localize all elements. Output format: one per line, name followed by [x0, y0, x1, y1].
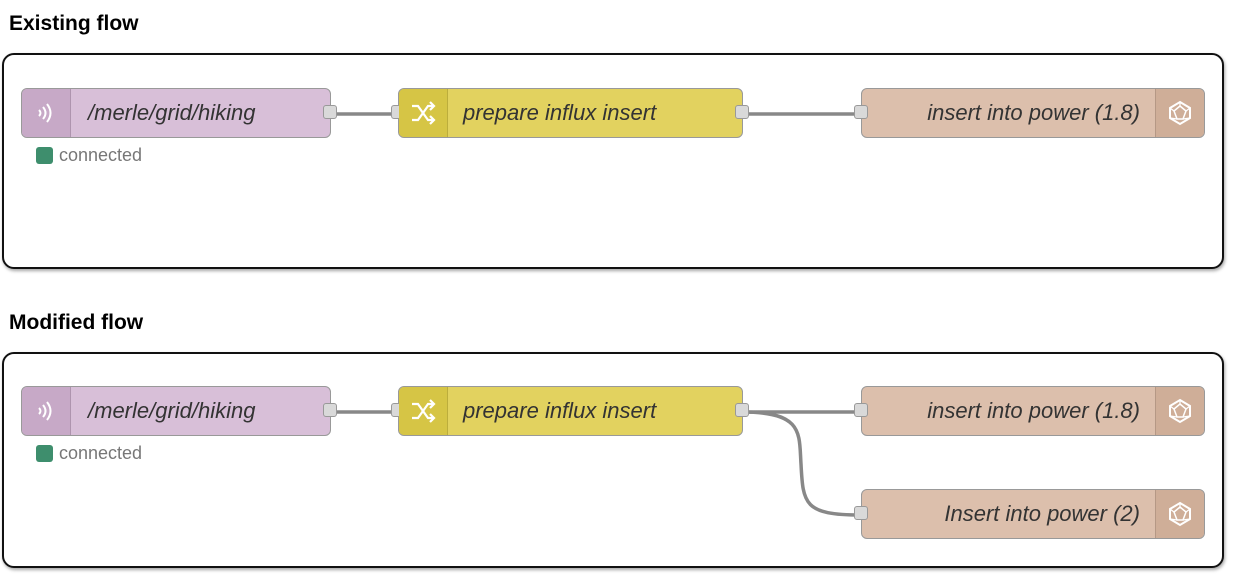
- status-text: connected: [59, 443, 143, 463]
- status-dot: [36, 147, 53, 164]
- modified-flow-title: Modified flow: [9, 311, 144, 334]
- influxdb-out-node-1[interactable]: insert into power (1.8): [854, 386, 1205, 436]
- function-node-label: prepare influx insert: [463, 398, 657, 423]
- mqtt-in-node[interactable]: /merle/grid/hiking: [21, 386, 337, 436]
- status-text: connected: [59, 145, 143, 165]
- bridge-icon: [22, 89, 71, 137]
- existing-flow-title: Existing flow: [9, 12, 139, 35]
- influxdb-out-node-2[interactable]: Insert into power (2): [854, 489, 1205, 539]
- input-port[interactable]: [854, 403, 868, 417]
- influxdb-icon: [1155, 89, 1204, 137]
- node-status: connected: [36, 145, 142, 166]
- existing-flow-wires: [337, 112, 861, 116]
- input-port[interactable]: [854, 105, 868, 119]
- mqtt-node-label: /merle/grid/hiking: [88, 100, 256, 125]
- influxdb-icon: [1155, 490, 1204, 538]
- mqtt-node-label: /merle/grid/hiking: [88, 398, 256, 423]
- shuffle-icon: [399, 89, 448, 137]
- influx-node-label: Insert into power (2): [944, 501, 1140, 526]
- output-port[interactable]: [735, 403, 749, 417]
- shuffle-icon: [399, 387, 448, 435]
- status-dot: [36, 445, 53, 462]
- output-port[interactable]: [735, 105, 749, 119]
- existing-flow-canvas: /merle/grid/hiking connected prepare inf…: [2, 53, 1224, 269]
- modified-flow-canvas: /merle/grid/hiking connected prepare inf…: [2, 352, 1224, 568]
- influx-node-label: insert into power (1.8): [927, 100, 1140, 125]
- node-status: connected: [36, 443, 142, 464]
- bridge-icon: [22, 387, 71, 435]
- output-port[interactable]: [323, 105, 337, 119]
- input-port[interactable]: [854, 506, 868, 520]
- function-node[interactable]: prepare influx insert: [391, 386, 749, 436]
- function-node[interactable]: prepare influx insert: [391, 88, 749, 138]
- wire-function-to-influx-2: [742, 410, 862, 517]
- mqtt-in-node[interactable]: /merle/grid/hiking: [21, 88, 337, 138]
- influxdb-out-node[interactable]: insert into power (1.8): [854, 88, 1205, 138]
- influx-node-label: insert into power (1.8): [927, 398, 1140, 423]
- influxdb-icon: [1155, 387, 1204, 435]
- output-port[interactable]: [323, 403, 337, 417]
- function-node-label: prepare influx insert: [463, 100, 657, 125]
